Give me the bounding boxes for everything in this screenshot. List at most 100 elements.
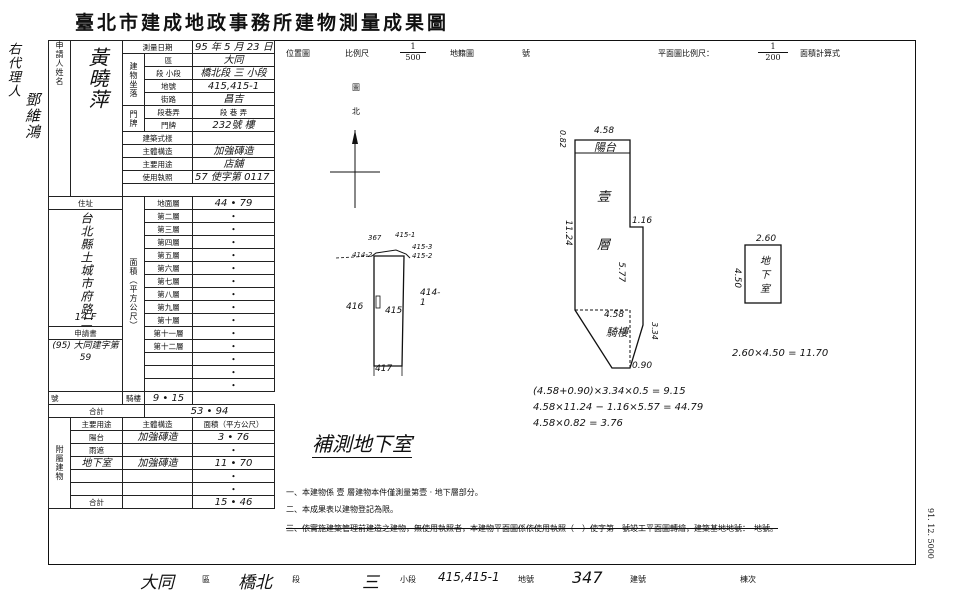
- print-code: 91. 12. 5000: [926, 508, 935, 559]
- scale-den: 500: [400, 52, 426, 63]
- land-no-label: 地號: [144, 79, 193, 93]
- blank-floor-name: [144, 378, 193, 392]
- floor-area: •: [192, 222, 275, 236]
- license-label: 使用執照: [122, 170, 193, 184]
- floor-area: •: [192, 261, 275, 275]
- attach-area: 11 • 70: [192, 456, 275, 470]
- basement-height: 4.50: [732, 268, 742, 289]
- basement-plan: [744, 244, 782, 304]
- blank-floor-name: [144, 352, 193, 366]
- footer-district: 大同: [140, 573, 174, 593]
- floor-name: 第八層: [144, 287, 193, 301]
- door-label: 門牌: [144, 118, 193, 132]
- info-table: 申請人姓名 黃曉萍 測量日期 95 年 5 月 23 日 建物坐落 區 大同 段…: [48, 40, 275, 565]
- dim-notch: 1.16: [632, 216, 653, 226]
- dim-bottom: 4.58: [604, 310, 625, 320]
- floor-area: •: [192, 235, 275, 249]
- lot-top-2: 415-3: [412, 243, 433, 251]
- cadastral-label: 地籍圖: [450, 49, 474, 58]
- main-use: 店舖: [192, 157, 275, 171]
- request: (95) 大同建字第 59: [52, 341, 119, 363]
- attach-use: [70, 469, 123, 483]
- dim-top: 4.58: [594, 126, 615, 136]
- structure-label: 建築式樣: [122, 131, 193, 145]
- attach-structure: 加強磚造: [122, 430, 193, 444]
- area-calc-label: 面積計算式: [800, 49, 840, 58]
- agent-name: 鄧維鴻: [22, 92, 43, 140]
- blank-floor-name: [144, 365, 193, 379]
- door-plate-label: 門牌: [122, 105, 145, 132]
- basement-label-1: 地: [760, 256, 770, 267]
- attach-area-label: 面積（平方公尺）: [192, 417, 275, 431]
- license: 57 使字第 0117 號: [192, 170, 275, 184]
- spacer-row: [122, 183, 275, 197]
- footer-section: 橋北: [238, 573, 272, 593]
- footer-building-no: 347: [572, 568, 603, 587]
- address: 台北縣土城市府路二段: [79, 212, 93, 327]
- footer: 大同 區 橋北 段 三 小段 415,415-1 地號 347 建號 棟次: [140, 568, 840, 593]
- note-line: 二、本成果表以建物登記為限。: [286, 505, 398, 514]
- applicant-label: 申請人姓名: [55, 41, 64, 87]
- basement-label-2: 下: [760, 270, 770, 281]
- dim-right-bottom: 3.34: [650, 322, 659, 340]
- road-label: 街路: [144, 92, 193, 106]
- scale-num: 1: [410, 42, 416, 51]
- sheet-label: 號: [522, 49, 530, 58]
- supplement-note: 補測地下室: [312, 428, 412, 458]
- door-number: 232號: [212, 119, 242, 131]
- lot-left: 416: [346, 302, 364, 312]
- section-label: 段 小段: [144, 66, 193, 80]
- attach-total: 15 • 46: [192, 495, 275, 509]
- address-cell: 台北縣土城市府路二段 14 F: [48, 209, 123, 327]
- floor-name: 第二層: [144, 209, 193, 223]
- dim-inner: 5.77: [616, 262, 626, 283]
- north-label-2: 北: [352, 107, 360, 116]
- attach-label: 附屬建物: [48, 417, 71, 509]
- request-cell: (95) 大同建字第 59: [48, 339, 123, 392]
- floor-area: •: [192, 287, 275, 301]
- floor-name: 第九層: [144, 300, 193, 314]
- lot-top-4: 367: [368, 234, 382, 242]
- floor-area: •: [192, 274, 275, 288]
- floor-name: 第十一層: [144, 326, 193, 340]
- lot-right: 414-1: [420, 288, 441, 308]
- attach-area: 3 • 76: [192, 430, 275, 444]
- floor-name: 第六層: [144, 261, 193, 275]
- main-structure: 加強磚造: [192, 144, 275, 158]
- total-area: 53 • 94: [144, 404, 275, 418]
- blank-floor-area: •: [192, 352, 275, 366]
- basement-formula: 2.60×4.50 = 11.70: [732, 348, 829, 359]
- agent-note: 右代理人: [3, 42, 25, 98]
- footer-building-no-label: 建號: [630, 575, 646, 584]
- attach-area: •: [192, 443, 275, 457]
- attach-blank: •: [192, 482, 275, 496]
- mezzanine-label: 騎樓: [122, 391, 145, 405]
- address-label: 住址: [48, 196, 123, 210]
- basement-width: 2.60: [756, 234, 777, 244]
- attach-blank: [70, 482, 123, 496]
- floor-name: 第五層: [144, 248, 193, 262]
- area-unit-label: 面積（平方公尺）: [122, 196, 145, 392]
- request-label: 申請書: [48, 326, 123, 340]
- attach-use: 雨遮: [70, 443, 123, 457]
- footer-subsection-label: 小段: [400, 575, 416, 584]
- footer-section-label: 段: [292, 575, 300, 584]
- applicant-name: 黃曉萍: [85, 47, 109, 110]
- attach-total-blank: [122, 495, 193, 509]
- district-label: 區: [144, 53, 193, 67]
- lot-top-5: 414-2: [352, 251, 373, 259]
- footer-district-label: 區: [202, 575, 210, 584]
- floor-name: 第三層: [144, 222, 193, 236]
- calc-line: 4.58×0.82 = 3.76: [533, 418, 623, 429]
- site-map: [336, 249, 411, 376]
- note-line: 三、依實施建築管理前建造之建物，無使用執照者，本建物平面圖係依使用執照（ ）使字…: [286, 524, 778, 533]
- arcade-label: 騎樓: [606, 326, 628, 339]
- address-floor: 14 F: [74, 312, 97, 323]
- lane-label: 段巷弄: [144, 105, 193, 119]
- footer-order-label: 棟次: [740, 575, 756, 584]
- floor-label-1: 壹: [597, 190, 611, 205]
- applicant-name-cell: 黃曉萍: [70, 40, 123, 197]
- plan-scale-num: 1: [770, 42, 776, 51]
- balcony-label: 陽台: [594, 141, 616, 154]
- blank-floor-area: •: [192, 378, 275, 392]
